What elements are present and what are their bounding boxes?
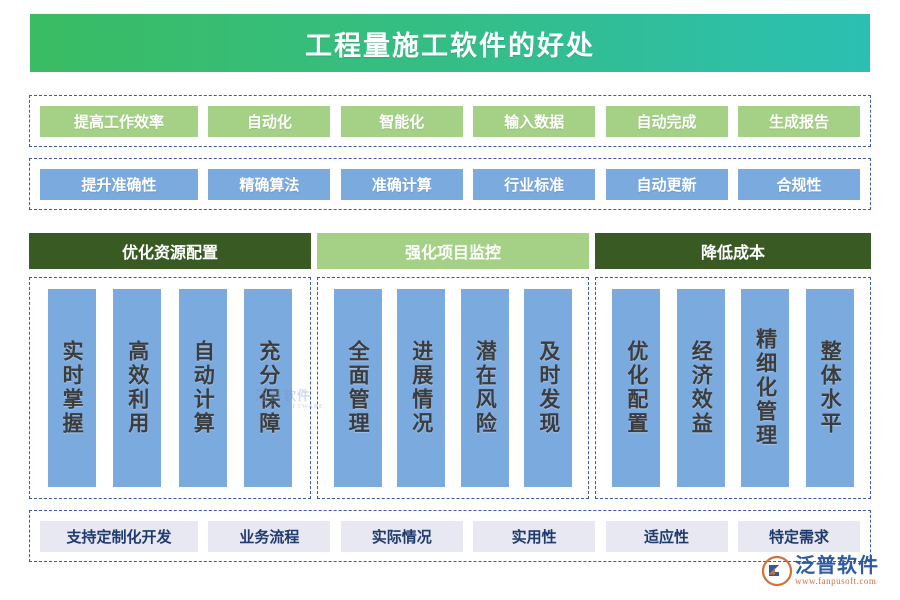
vcol-overall-level[interactable]: 整体水平 [805, 289, 854, 487]
vcol-label: 经济效益 [689, 340, 714, 436]
chip-input-data[interactable]: 输入数据 [473, 105, 596, 137]
section-header-project-monitoring[interactable]: 强化项目监控 [317, 233, 589, 269]
vcol-label: 全面管理 [346, 340, 371, 436]
group-panel-project-monitoring: 全面管理 进展情况 潜在风险 及时发现 [317, 277, 589, 499]
chip-precise-algorithm[interactable]: 精确算法 [208, 168, 331, 200]
logo-company-name: 泛普软件 [795, 554, 879, 577]
chip-improve-efficiency[interactable]: 提高工作效率 [40, 105, 198, 137]
chip-auto-update[interactable]: 自动更新 [605, 168, 728, 200]
benefit-row-efficiency: 提高工作效率 自动化 智能化 输入数据 自动完成 生成报告 [29, 95, 871, 147]
chip-automation[interactable]: 自动化 [208, 105, 331, 137]
vcol-comprehensive-management[interactable]: 全面管理 [333, 289, 382, 487]
chip-accurate-calculation[interactable]: 准确计算 [340, 168, 463, 200]
vcol-label: 进展情况 [409, 340, 434, 436]
chip-practicality[interactable]: 实用性 [473, 520, 596, 552]
group-panel-cost-reduction: 优化配置 经济效益 精细化管理 整体水平 [595, 277, 871, 499]
vcol-label: 潜在风险 [473, 340, 498, 436]
vcol-refined-management[interactable]: 精细化管理 [741, 289, 790, 487]
section-header-resource-optimization[interactable]: 优化资源配置 [29, 233, 311, 269]
vcol-potential-risk[interactable]: 潜在风险 [460, 289, 509, 487]
vcol-efficient-use[interactable]: 高效利用 [113, 289, 162, 487]
vcol-auto-calculation[interactable]: 自动计算 [178, 289, 227, 487]
vcol-full-guarantee[interactable]: 充分保障 [244, 289, 293, 487]
chip-support-custom-development[interactable]: 支持定制化开发 [40, 520, 198, 552]
fanpu-logo-icon [761, 555, 793, 587]
vcol-timely-discovery[interactable]: 及时发现 [524, 289, 573, 487]
company-logo: 泛普软件 www.fanpusoft.com [761, 548, 894, 594]
vcol-label: 优化配置 [624, 340, 649, 436]
vcol-label: 整体水平 [818, 340, 843, 436]
page-title: 工程量施工软件的好处 [305, 30, 595, 61]
chip-specific-requirement[interactable]: 特定需求 [737, 520, 860, 552]
page-title-bar: 工程量施工软件的好处 [30, 14, 870, 72]
vcol-progress-status[interactable]: 进展情况 [397, 289, 446, 487]
benefit-row-customization: 支持定制化开发 业务流程 实际情况 实用性 适应性 特定需求 [29, 510, 871, 562]
chip-industry-standard[interactable]: 行业标准 [473, 168, 596, 200]
logo-text-block: 泛普软件 www.fanpusoft.com [795, 554, 879, 586]
chip-actual-situation[interactable]: 实际情况 [340, 520, 463, 552]
vcol-realtime-grasp[interactable]: 实时掌握 [47, 289, 96, 487]
logo-website-url: www.fanpusoft.com [795, 575, 877, 586]
vcol-label: 自动计算 [191, 340, 216, 436]
chip-adaptability[interactable]: 适应性 [605, 520, 728, 552]
vcol-label: 充分保障 [256, 340, 281, 436]
chip-auto-complete[interactable]: 自动完成 [605, 105, 728, 137]
chip-compliance[interactable]: 合规性 [737, 168, 860, 200]
vcol-label: 高效利用 [125, 340, 150, 436]
chip-generate-report[interactable]: 生成报告 [737, 105, 860, 137]
section-header-cost-reduction[interactable]: 降低成本 [595, 233, 871, 269]
chip-improve-accuracy[interactable]: 提升准确性 [40, 168, 198, 200]
vcol-label: 及时发现 [536, 340, 561, 436]
benefit-row-accuracy: 提升准确性 精确算法 准确计算 行业标准 自动更新 合规性 [29, 158, 871, 210]
vcol-label: 实时掌握 [60, 340, 85, 436]
vcol-optimize-allocation[interactable]: 优化配置 [612, 289, 661, 487]
chip-intelligence[interactable]: 智能化 [340, 105, 463, 137]
group-panel-resource-optimization: 实时掌握 高效利用 自动计算 充分保障 [29, 277, 311, 499]
chip-business-process[interactable]: 业务流程 [208, 520, 331, 552]
vcol-economic-benefit[interactable]: 经济效益 [676, 289, 725, 487]
vcol-label: 精细化管理 [753, 328, 778, 448]
